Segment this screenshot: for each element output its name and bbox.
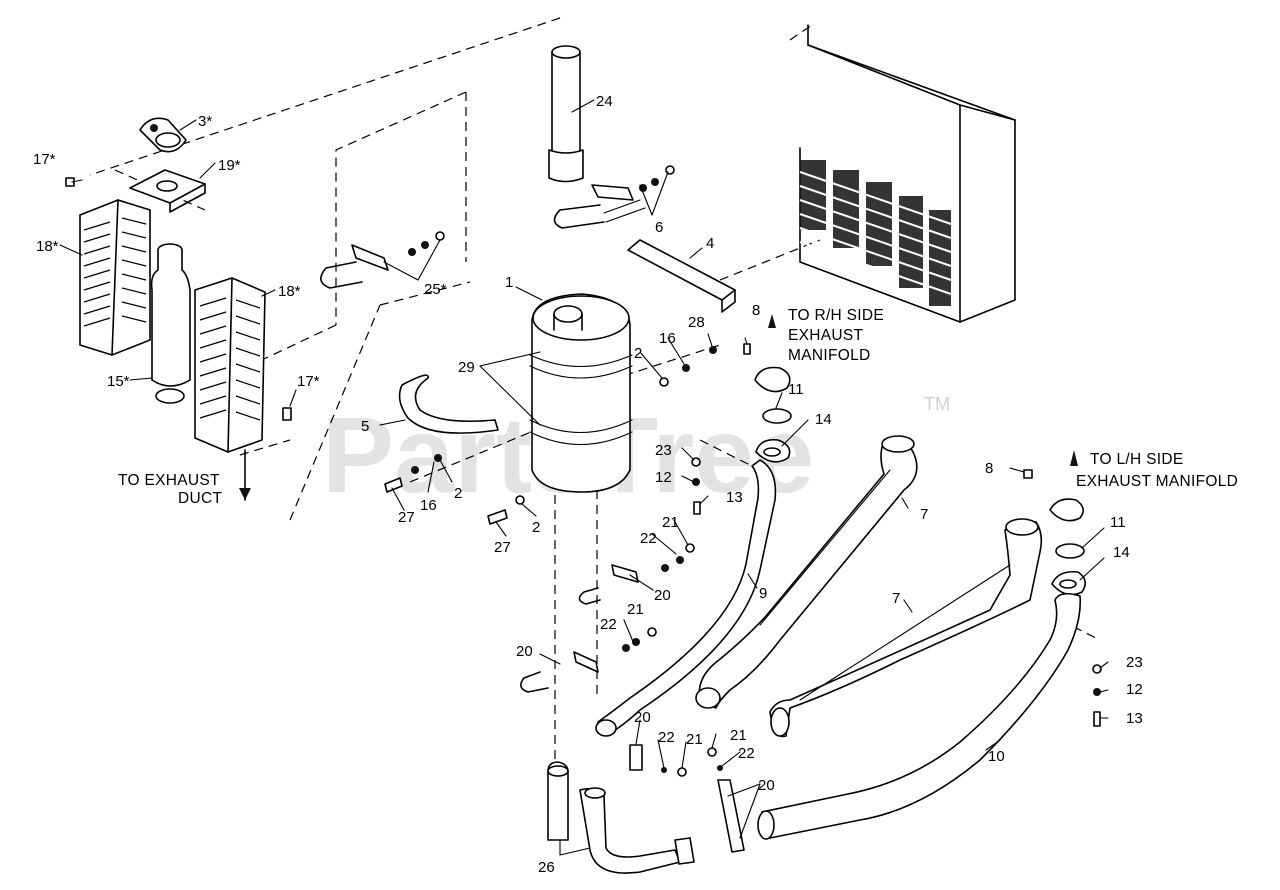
callout-19: 19* <box>218 157 241 174</box>
callout-22-d: 22 <box>738 745 755 762</box>
exhaust-pipe-10 <box>757 592 1082 840</box>
callout-23-lh: 23 <box>1126 654 1143 671</box>
callout-11-lh: 11 <box>1110 514 1126 531</box>
callout-3: 3* <box>198 113 212 130</box>
note-lh-line2: EXHAUST MANIFOLD <box>1076 473 1238 490</box>
flange-3 <box>139 117 187 153</box>
callout-27-right: 27 <box>494 539 511 556</box>
engine-enclosure <box>789 24 1016 323</box>
callout-21-b: 21 <box>627 601 644 618</box>
note-rh-line2: EXHAUST <box>788 327 864 344</box>
clamp-20-group <box>520 543 745 853</box>
note-duct-line2: DUCT <box>178 490 222 507</box>
callout-6: 6 <box>655 219 663 236</box>
callout-22-b: 22 <box>600 616 617 633</box>
callout-20-c: 20 <box>634 709 651 726</box>
leader-lines <box>59 99 1109 856</box>
muffler-1 <box>531 293 631 493</box>
bracket-4 <box>627 239 736 313</box>
exhaust-pipe-7-upper <box>695 435 918 709</box>
callout-8-rh: 8 <box>752 302 760 319</box>
callout-9: 9 <box>759 585 767 602</box>
callout-2-upper: 2 <box>634 345 642 362</box>
heat-shield-18-left <box>79 199 151 356</box>
callout-14-rh: 14 <box>815 411 832 428</box>
callout-20-a: 20 <box>654 587 671 604</box>
clamp-25 <box>320 231 445 289</box>
notes: TO R/H SIDE EXHAUST MANIFOLD TO L/H SIDE… <box>118 307 1238 507</box>
callout-27-left: 27 <box>398 509 415 526</box>
exhaust-pipe-9 <box>595 459 777 737</box>
callout-13-lh: 13 <box>1126 710 1143 727</box>
plate-19 <box>129 169 206 213</box>
strap-29 <box>529 354 633 445</box>
callout-20-b: 20 <box>516 643 533 660</box>
note-rh-line3: MANIFOLD <box>788 347 871 364</box>
pipe-26 <box>547 761 695 874</box>
callout-18-right: 18* <box>278 283 301 300</box>
strap-5 <box>398 374 499 434</box>
callout-2-lower: 2 <box>532 519 540 536</box>
callout-22-c: 22 <box>658 729 675 746</box>
callout-7-upper: 7 <box>920 506 928 523</box>
callout-2-left: 2 <box>454 485 462 502</box>
callout-11-rh: 11 <box>788 381 804 398</box>
callout-10: 10 <box>988 748 1005 765</box>
rh-manifold-fittings <box>743 343 792 463</box>
clamp-6 <box>553 165 675 229</box>
callout-18-left: 18* <box>36 238 59 255</box>
callout-28: 28 <box>688 314 705 331</box>
note-rh-line1: TO R/H SIDE <box>788 307 884 324</box>
callout-8-lh: 8 <box>985 460 993 477</box>
callout-14-lh: 14 <box>1113 544 1130 561</box>
callout-13-center: 13 <box>726 489 743 506</box>
callout-22-a: 22 <box>640 530 657 547</box>
callout-5: 5 <box>361 418 369 435</box>
heat-shield-18-right <box>194 277 266 453</box>
note-lh-line1: TO L/H SIDE <box>1090 451 1183 468</box>
callout-23-center: 23 <box>655 442 672 459</box>
callout-21-d: 21 <box>730 727 747 744</box>
watermark-trademark: TM <box>924 394 950 414</box>
callout-25: 25* <box>424 281 447 298</box>
enclosure-louvers <box>799 160 952 306</box>
direction-arrows <box>239 314 1078 501</box>
callout-17-mid: 17* <box>297 373 320 390</box>
callout-15: 15* <box>107 373 130 390</box>
callout-12-center: 12 <box>655 469 672 486</box>
callout-21-c: 21 <box>686 731 703 748</box>
callout-12-lh: 12 <box>1126 681 1143 698</box>
callout-24: 24 <box>596 93 613 110</box>
tailpipe-24 <box>548 45 584 183</box>
callout-16-lower: 16 <box>420 497 437 514</box>
callout-26: 26 <box>538 859 555 876</box>
callout-7-lower: 7 <box>892 590 900 607</box>
callout-16-upper: 16 <box>659 330 676 347</box>
screw-17 <box>65 177 292 421</box>
silencer-15 <box>150 243 191 404</box>
exhaust-pipe-7-lower <box>769 518 1043 738</box>
lh-hardware <box>691 457 1102 727</box>
callout-29: 29 <box>458 359 475 376</box>
callout-17-top: 17* <box>33 151 56 168</box>
callout-numbers: 24 3* 19* 17* 18* 18* 15* 17* 6 25* 4 1 … <box>33 93 1143 876</box>
note-duct-line1: TO EXHAUST <box>118 472 220 489</box>
callout-4: 4 <box>706 235 714 252</box>
callout-20-d: 20 <box>758 777 775 794</box>
callout-1: 1 <box>505 274 513 291</box>
callout-21-a: 21 <box>662 514 679 531</box>
